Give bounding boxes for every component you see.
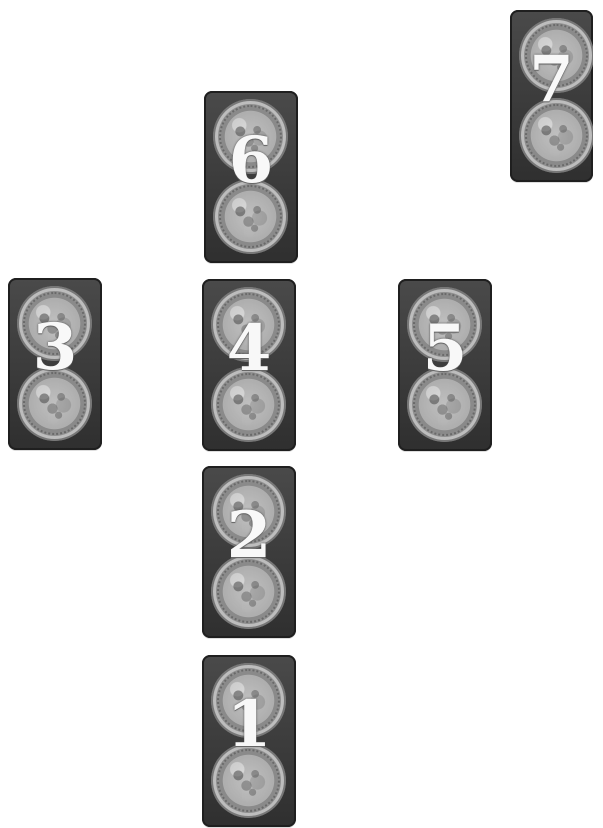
card-2: 2: [202, 466, 296, 638]
card-3: 3: [8, 278, 102, 450]
card-number: 3: [8, 316, 102, 380]
card-1: 1: [202, 655, 296, 827]
card-5: 5: [398, 279, 492, 451]
card-7: 7: [510, 10, 593, 182]
card-number: 4: [202, 317, 296, 381]
card-number: 5: [398, 317, 492, 381]
card-4: 4: [202, 279, 296, 451]
card-number: 1: [202, 693, 296, 757]
card-number: 2: [202, 504, 296, 568]
card-number: 6: [204, 129, 298, 193]
card-number: 7: [510, 48, 593, 112]
card-6: 6: [204, 91, 298, 263]
